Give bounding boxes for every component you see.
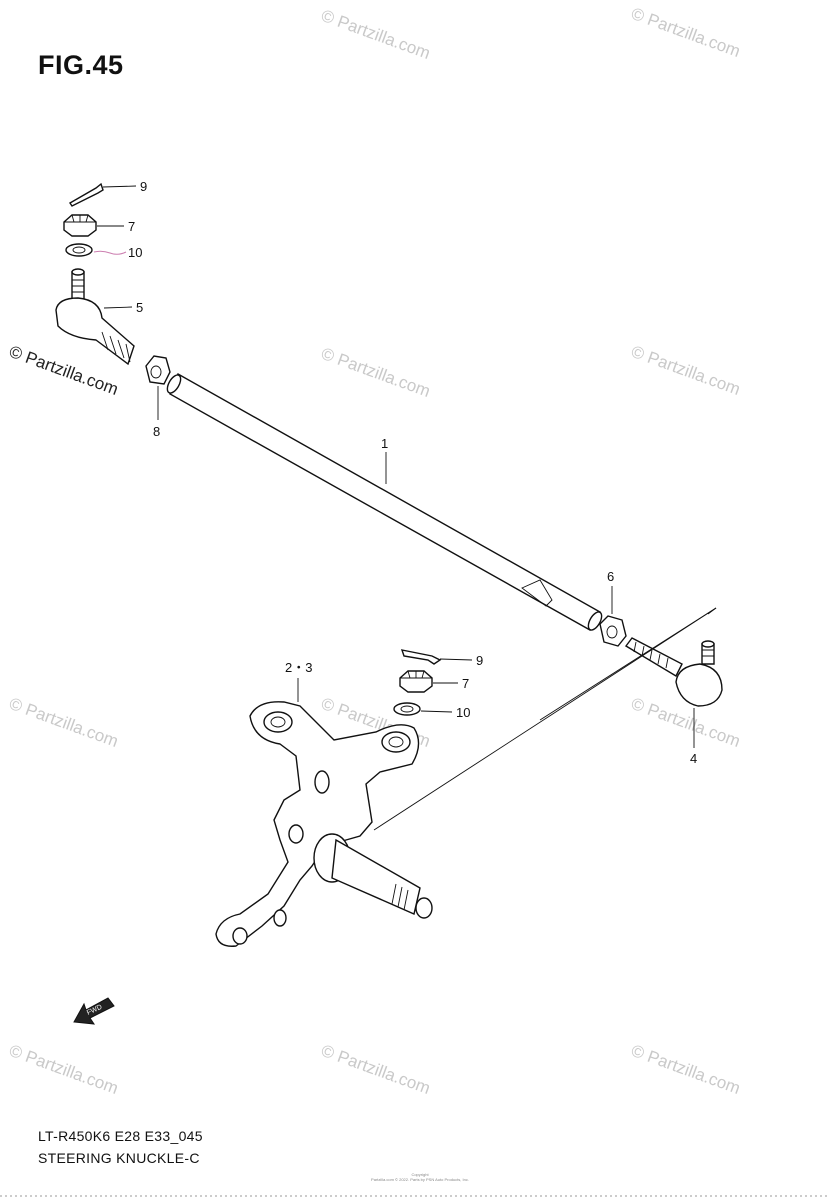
callout-9-lower: 9 [476, 653, 483, 668]
callout-7-upper: 7 [128, 219, 135, 234]
lock-nut-left: 8 [145, 355, 171, 439]
fwd-arrow-icon: FWD [73, 997, 115, 1025]
tie-rod-end-left: 5 [55, 268, 143, 366]
watermark: © Partzilla.com [629, 342, 743, 399]
castle-nut-upper: 7 [63, 214, 135, 237]
callout-1: 1 [381, 436, 388, 451]
callout-2-3: 2・3 [285, 660, 312, 675]
section-title: STEERING KNUCKLE-C [38, 1150, 200, 1166]
callout-10-upper: 10 [128, 245, 142, 260]
watermark: © Partzilla.com [7, 694, 121, 751]
model-code: LT-R450K6 E28 E33_045 [38, 1128, 203, 1144]
cotter-pin-upper: 9 [69, 179, 147, 207]
watermark: © Partzilla.com [319, 6, 433, 63]
watermark: © Partzilla.com [319, 344, 433, 401]
tie-rod-end-right: 4 [373, 607, 723, 831]
castle-nut-lower: 7 [399, 670, 469, 693]
watermark: © Partzilla.com [7, 342, 121, 399]
copyright-line1: Copyright [411, 1172, 429, 1177]
lock-nut-right: 6 [599, 569, 627, 647]
cotter-pin-lower: 9 [400, 649, 483, 668]
watermark: © Partzilla.com [629, 694, 743, 751]
watermarks: © Partzilla.com © Partzilla.com © Partzi… [7, 4, 743, 1098]
watermark: © Partzilla.com [629, 1041, 743, 1098]
watermark: © Partzilla.com [7, 1041, 121, 1098]
callout-9-upper: 9 [140, 179, 147, 194]
washer-lower: 10 [393, 702, 470, 720]
washer-upper: 10 [65, 243, 142, 260]
steering-knuckle: 2・3 [215, 660, 433, 947]
copyright-line2: Partzilla.com © 2022. Parts by PSN Auto … [371, 1177, 469, 1182]
callout-4: 4 [690, 751, 697, 766]
callout-8: 8 [153, 424, 160, 439]
callout-10-lower: 10 [456, 705, 470, 720]
figure-title: FIG.45 [38, 50, 124, 80]
callout-6: 6 [607, 569, 614, 584]
callout-5: 5 [136, 300, 143, 315]
tie-rod: 1 [166, 372, 603, 631]
callout-7-lower: 7 [462, 676, 469, 691]
watermark: © Partzilla.com [319, 1041, 433, 1098]
copyright-footer: Copyright Partzilla.com © 2022. Parts by… [330, 1172, 510, 1182]
watermark: © Partzilla.com [629, 4, 743, 61]
